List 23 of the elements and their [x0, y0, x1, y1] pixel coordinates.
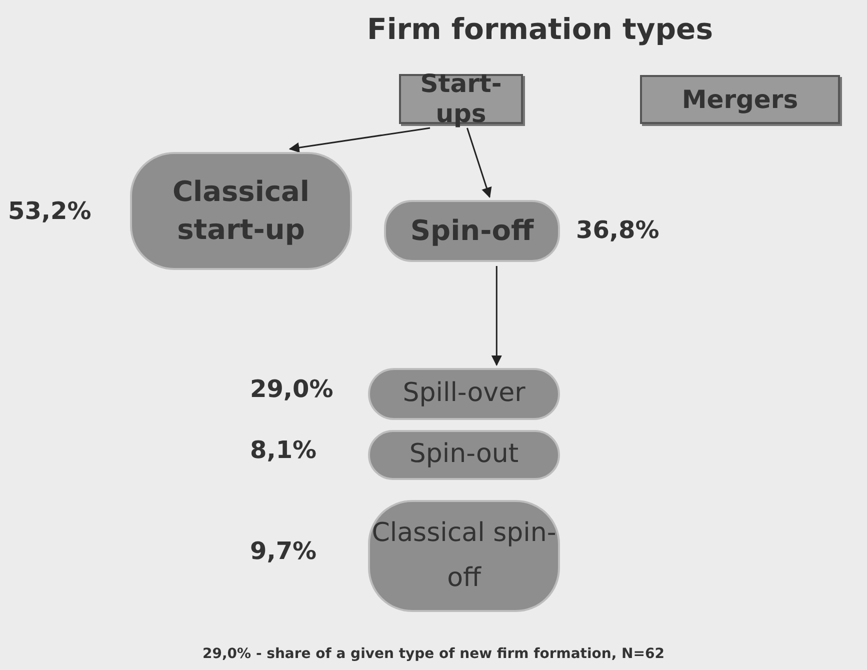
node-label: Spill-over — [402, 378, 526, 410]
node-label: Spin-out — [409, 439, 519, 471]
arrow — [466, 128, 492, 198]
share-percentage: 29,0% — [250, 375, 334, 403]
type-pill — [368, 368, 560, 420]
type-pill — [384, 200, 560, 262]
node-label: Spin-off — [410, 214, 534, 248]
node-label: Classical spin-off — [370, 516, 558, 595]
type-pill — [130, 152, 352, 270]
share-percentage: 9,7% — [250, 537, 317, 565]
type-pill — [368, 430, 560, 480]
arrow — [491, 266, 502, 366]
node-label: Mergers — [682, 84, 798, 114]
share-percentage: 53,2% — [8, 197, 92, 225]
category-box — [640, 75, 840, 124]
caption: 29,0% - share of a given type of new firm formation, N=62 — [202, 646, 666, 662]
type-pill — [368, 500, 560, 612]
share-percentage: 8,1% — [250, 436, 317, 464]
arrow — [288, 127, 430, 153]
share-percentage: 36,8% — [576, 216, 660, 244]
node-label: Classical start-up — [171, 174, 311, 248]
node-label: Start-ups — [419, 69, 503, 129]
title: Firm formation types — [366, 12, 714, 46]
